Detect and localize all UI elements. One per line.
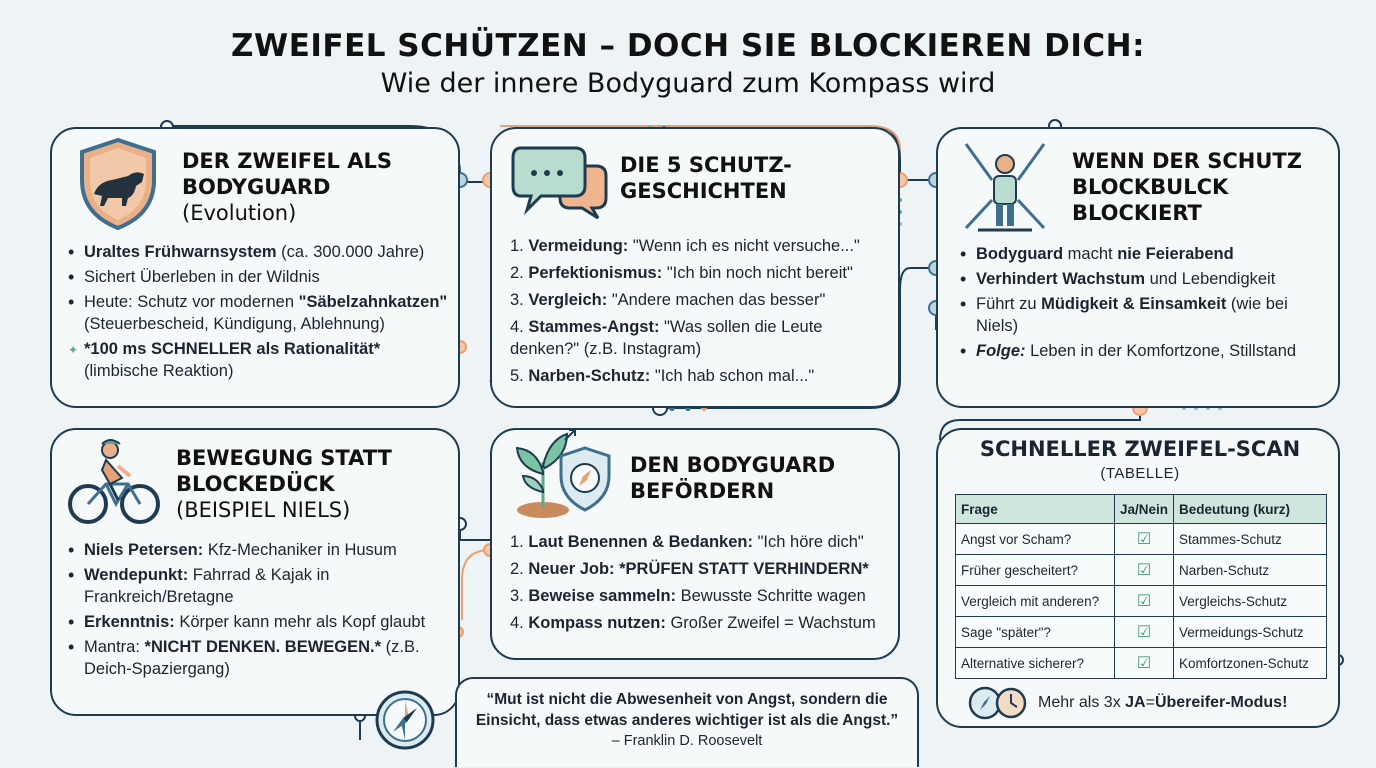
column-header: Frage [955,494,1115,524]
checkbox-icon: ☑ [1113,523,1175,555]
list-item: 4. Stammes-Angst: "Was sollen die Leute … [510,318,823,358]
page-title: ZWEIFEL SCHÜTZEN – DOCH SIE BLOCKIEREN D… [231,28,1145,64]
list-item: *100 ms SCHNELLER als Rationalität* (lim… [66,338,456,382]
list-item: Führt zu Müdigkeit & Einsamkeit (wie bei… [958,293,1328,337]
list-item: Mantra: *NICHT DENKEN. BEWEGEN.* (z.B. D… [66,636,456,680]
panel2-title: DIE 5 SCHUTZ- GESCHICHTEN [620,153,792,203]
panel4-list: Niels Petersen: Kfz-Mechaniker in Husum … [66,539,456,683]
list-item: 3. Vergleich: "Andere machen das besser" [510,291,826,309]
table-cell: Narben-Schutz [1173,554,1327,586]
table-row: Früher gescheitert? ☑ Narben-Schutz [955,554,1327,586]
table-cell: Komfortzonen-Schutz [1173,647,1327,679]
table-cell: Vermeidungs-Schutz [1173,616,1327,648]
shield-panther-icon [80,137,156,231]
table-cell: Stammes-Schutz [1173,523,1327,555]
scan-footer: Mehr als 3x JA = Übereifer-Modus! [968,686,1287,720]
header: ZWEIFEL SCHÜTZEN – DOCH SIE BLOCKIEREN D… [0,28,1376,102]
table-cell: Alternative sicherer? [955,647,1115,679]
list-item: 2. Perfektionismus: "Ich bin noch nicht … [510,264,853,282]
cyclist-icon [68,439,160,524]
panel4-title: BEWEGUNG STATT BLOCKEDÜCK (BEISPIEL NIEL… [176,446,392,522]
column-header: Bedeutung (kurz) [1173,494,1327,524]
table-cell: Vergleich mit anderen? [955,585,1115,617]
list-item: Erkenntnis: Körper kann mehr als Kopf gl… [66,611,456,633]
page-subtitle: Wie der innere Bodyguard zum Kompass wir… [380,68,996,99]
panel3-title: WENN DER SCHUTZ BLOCKBULCK BLOCKIERT [1072,149,1302,225]
table-cell: Sage "später"? [955,616,1115,648]
checkbox-icon: ☑ [1113,647,1175,679]
list-item: 1. Laut Benennen & Bedanken: "Ich höre d… [510,533,864,551]
list-item: 4. Kompass nutzen: Großer Zweifel = Wach… [510,614,876,632]
panel5-list: 1. Laut Benennen & Bedanken: "Ich höre d… [510,531,895,639]
speech-bubbles-icon [511,146,608,220]
list-item: 5. Narben-Schutz: "Ich hab schon mal..." [510,367,815,385]
list-item: Folge: Leben in der Komfortzone, Stillst… [958,340,1328,362]
table-row: Vergleich mit anderen? ☑ Vergleichs-Schu… [955,585,1327,617]
chained-person-icon [964,143,1046,232]
panel1-title: DER ZWEIFEL ALS BODYGUARD (Evolution) [182,149,392,225]
list-item: Sichert Überleben in der Wildnis [66,266,456,288]
panel3-list: Bodyguard macht nie Feierabend Verhinder… [958,243,1328,365]
table-header-row: Frage Ja/Nein Bedeutung (kurz) [955,494,1327,524]
scan-table: Frage Ja/Nein Bedeutung (kurz) Angst vor… [955,494,1327,679]
table-cell: Angst vor Scham? [955,523,1115,555]
list-item: Heute: Schutz vor modernen "Säbelzahnkat… [66,291,456,335]
scan-title: SCHNELLER ZWEIFEL-SCAN [979,437,1301,461]
quote-text: “Mut ist nicht die Abwesenheit von Angst… [475,691,899,729]
quote-box: “Mut ist nicht die Abwesenheit von Angst… [455,677,919,767]
table-row: Alternative sicherer? ☑ Komfortzonen-Sch… [955,647,1327,679]
panel-bodyguard-befoerdern [490,428,900,660]
checkbox-icon: ☑ [1113,585,1175,617]
list-item: Wendepunkt: Fahrrad & Kajak in Frankreic… [66,564,456,608]
list-item: 2. Neuer Job: *PRÜFEN STATT VERHINDERN* [510,560,869,578]
panel5-title: DEN BODYGUARD BEFÖRDERN [630,453,836,503]
panel1-list: Uraltes Frühwarnsystem (ca. 300.000 Jahr… [66,241,456,385]
list-item: Bodyguard macht nie Feierabend [958,243,1328,265]
list-item: Uraltes Frühwarnsystem (ca. 300.000 Jahr… [66,241,456,263]
table-row: Sage "später"? ☑ Vermeidungs-Schutz [955,616,1327,648]
quote-author: – Franklin D. Roosevelt [611,733,763,749]
list-item: 3. Beweise sammeln: Bewusste Schritte wa… [510,587,866,605]
table-cell: Vergleichs-Schutz [1173,585,1327,617]
checkbox-icon: ☑ [1113,554,1175,586]
column-header: Ja/Nein [1113,494,1175,524]
list-item: Verhindert Wachstum und Lebendigkeit [958,268,1328,290]
table-cell: Früher gescheitert? [955,554,1115,586]
table-row: Angst vor Scham? ☑ Stammes-Schutz [955,523,1327,555]
sprout-shield-icon [515,429,611,518]
compass-icon [375,690,435,750]
compass-clock-icon [968,686,1027,720]
list-item: 1. Vermeidung: "Wenn ich es nicht versuc… [510,237,860,255]
scan-subtitle: (TABELLE) [1100,465,1180,482]
checkbox-icon: ☑ [1113,616,1175,648]
list-item: Niels Petersen: Kfz-Mechaniker in Husum [66,539,456,561]
panel2-list: 1. Vermeidung: "Wenn ich es nicht versuc… [510,235,895,392]
